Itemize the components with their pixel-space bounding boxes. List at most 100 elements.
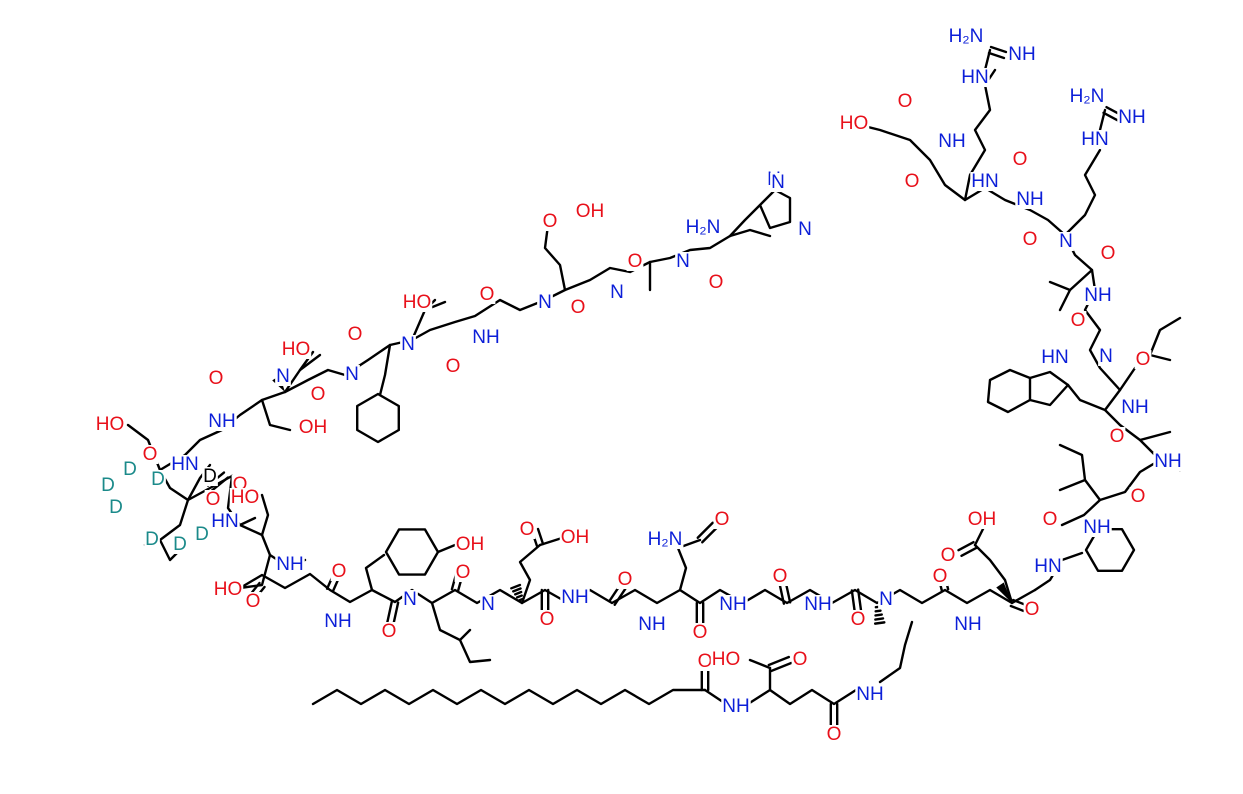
- oxygen-atom-label: HO: [403, 292, 432, 313]
- label-background: [297, 418, 329, 438]
- label-background: [1068, 87, 1106, 107]
- label-background: [931, 567, 949, 587]
- nitrogen-atom-label: NH: [1121, 397, 1148, 418]
- bond: [543, 223, 567, 292]
- bond: [1058, 443, 1102, 502]
- nitrogen-atom-label: HN: [211, 511, 238, 532]
- label-background: [194, 525, 210, 545]
- label-background: [1117, 108, 1147, 128]
- label-background: [480, 595, 496, 615]
- bond: [874, 609, 882, 613]
- label-background: [471, 328, 501, 348]
- nitrogen-atom-label: N: [403, 589, 417, 610]
- label-background: [966, 510, 998, 530]
- bond: [973, 543, 1014, 605]
- bond: [512, 587, 522, 593]
- label-background: [1007, 45, 1037, 65]
- label-background: [939, 546, 957, 566]
- bond: [536, 527, 545, 546]
- label-background: [229, 488, 261, 508]
- bond: [356, 392, 400, 444]
- bond: [517, 597, 524, 602]
- stereo-wedge-bond: [996, 582, 1012, 603]
- bond: [874, 617, 885, 621]
- deuterium-atom-label: D: [123, 459, 137, 480]
- oxygen-atom-label: OH: [968, 509, 997, 530]
- nitrogen-atom-label: HN: [971, 171, 998, 192]
- oxygen-atom-label: OH: [456, 534, 485, 555]
- bond: [518, 543, 542, 605]
- nitrogen-atom-label: N: [345, 364, 359, 385]
- label-background: [896, 92, 914, 112]
- oxygen-atom-label: O: [480, 284, 495, 305]
- nitrogen-atom-label: NH: [472, 327, 499, 348]
- label-background: [691, 623, 709, 643]
- oxygen-atom-label: O: [246, 591, 261, 612]
- bond: [1066, 383, 1107, 412]
- oxygen-atom-label: O: [348, 324, 363, 345]
- oxygen-atom-label: O: [628, 251, 643, 272]
- bond: [768, 688, 858, 706]
- bond: [238, 572, 1037, 605]
- label-background: [380, 622, 398, 642]
- bond: [538, 536, 564, 547]
- nitrogen-atom-label: N: [798, 219, 812, 240]
- label-background: [646, 530, 684, 550]
- nitrogen-atom-label: NH: [954, 614, 981, 635]
- label-background: [309, 385, 327, 405]
- label-background: [108, 498, 124, 518]
- label-background: [797, 220, 813, 240]
- nitrogen-atom-label: NH: [276, 554, 303, 575]
- oxygen-atom-label: O: [543, 211, 558, 232]
- oxygen-atom-label: O: [1023, 229, 1038, 250]
- bond: [874, 613, 883, 617]
- deuterium-atom-label: D: [203, 466, 217, 487]
- label-background: [518, 520, 536, 540]
- label-background: [1108, 427, 1126, 447]
- nitrogen-atom-label: N: [276, 366, 290, 387]
- bond: [769, 661, 793, 673]
- nitrogen-atom-label: HN: [1034, 556, 1061, 577]
- bond: [514, 590, 523, 596]
- bond: [613, 585, 628, 606]
- bond: [850, 589, 857, 614]
- nitrogen-atom-label: N: [538, 292, 552, 313]
- oxygen-atom-label: O: [941, 545, 956, 566]
- oxygen-atom-label: O: [715, 509, 730, 530]
- bond: [986, 368, 1032, 414]
- nitrogen-atom-label: N: [1099, 346, 1113, 367]
- deuterium-atom-label: D: [173, 534, 187, 555]
- bond: [987, 51, 1006, 60]
- label-background: [707, 273, 725, 293]
- label-background: [1129, 487, 1147, 507]
- nitrogen-atom-label: HN: [1081, 129, 1108, 150]
- label-background: [1040, 348, 1070, 368]
- oxygen-atom-label: HO: [214, 579, 243, 600]
- bond: [260, 493, 270, 537]
- bond: [676, 538, 702, 592]
- oxygen-atom-label: O: [1136, 349, 1151, 370]
- label-background: [713, 510, 731, 530]
- label-background: [207, 369, 225, 389]
- oxygen-atom-label: O: [933, 566, 948, 587]
- label-background: [444, 357, 462, 377]
- oxygen-atom-label: OH: [576, 201, 605, 222]
- oxygen-atom-label: O: [456, 562, 471, 583]
- nitrogen-atom-label: HN: [171, 454, 198, 475]
- bond: [1084, 528, 1136, 572]
- nitrogen-atom-label: H₂N: [648, 529, 683, 550]
- nitrogen-atom-label: NH: [1083, 517, 1110, 538]
- label-background: [210, 512, 240, 532]
- label-background: [172, 535, 188, 555]
- label-background: [478, 285, 496, 305]
- label-background: [244, 592, 262, 612]
- oxygen-atom-label: O: [206, 489, 221, 510]
- oxygen-atom-label: O: [332, 561, 347, 582]
- label-background: [721, 697, 751, 717]
- oxygen-atom-label: O: [709, 272, 724, 293]
- bond: [364, 553, 386, 592]
- label-background: [1023, 600, 1041, 620]
- label-background: [970, 172, 1000, 192]
